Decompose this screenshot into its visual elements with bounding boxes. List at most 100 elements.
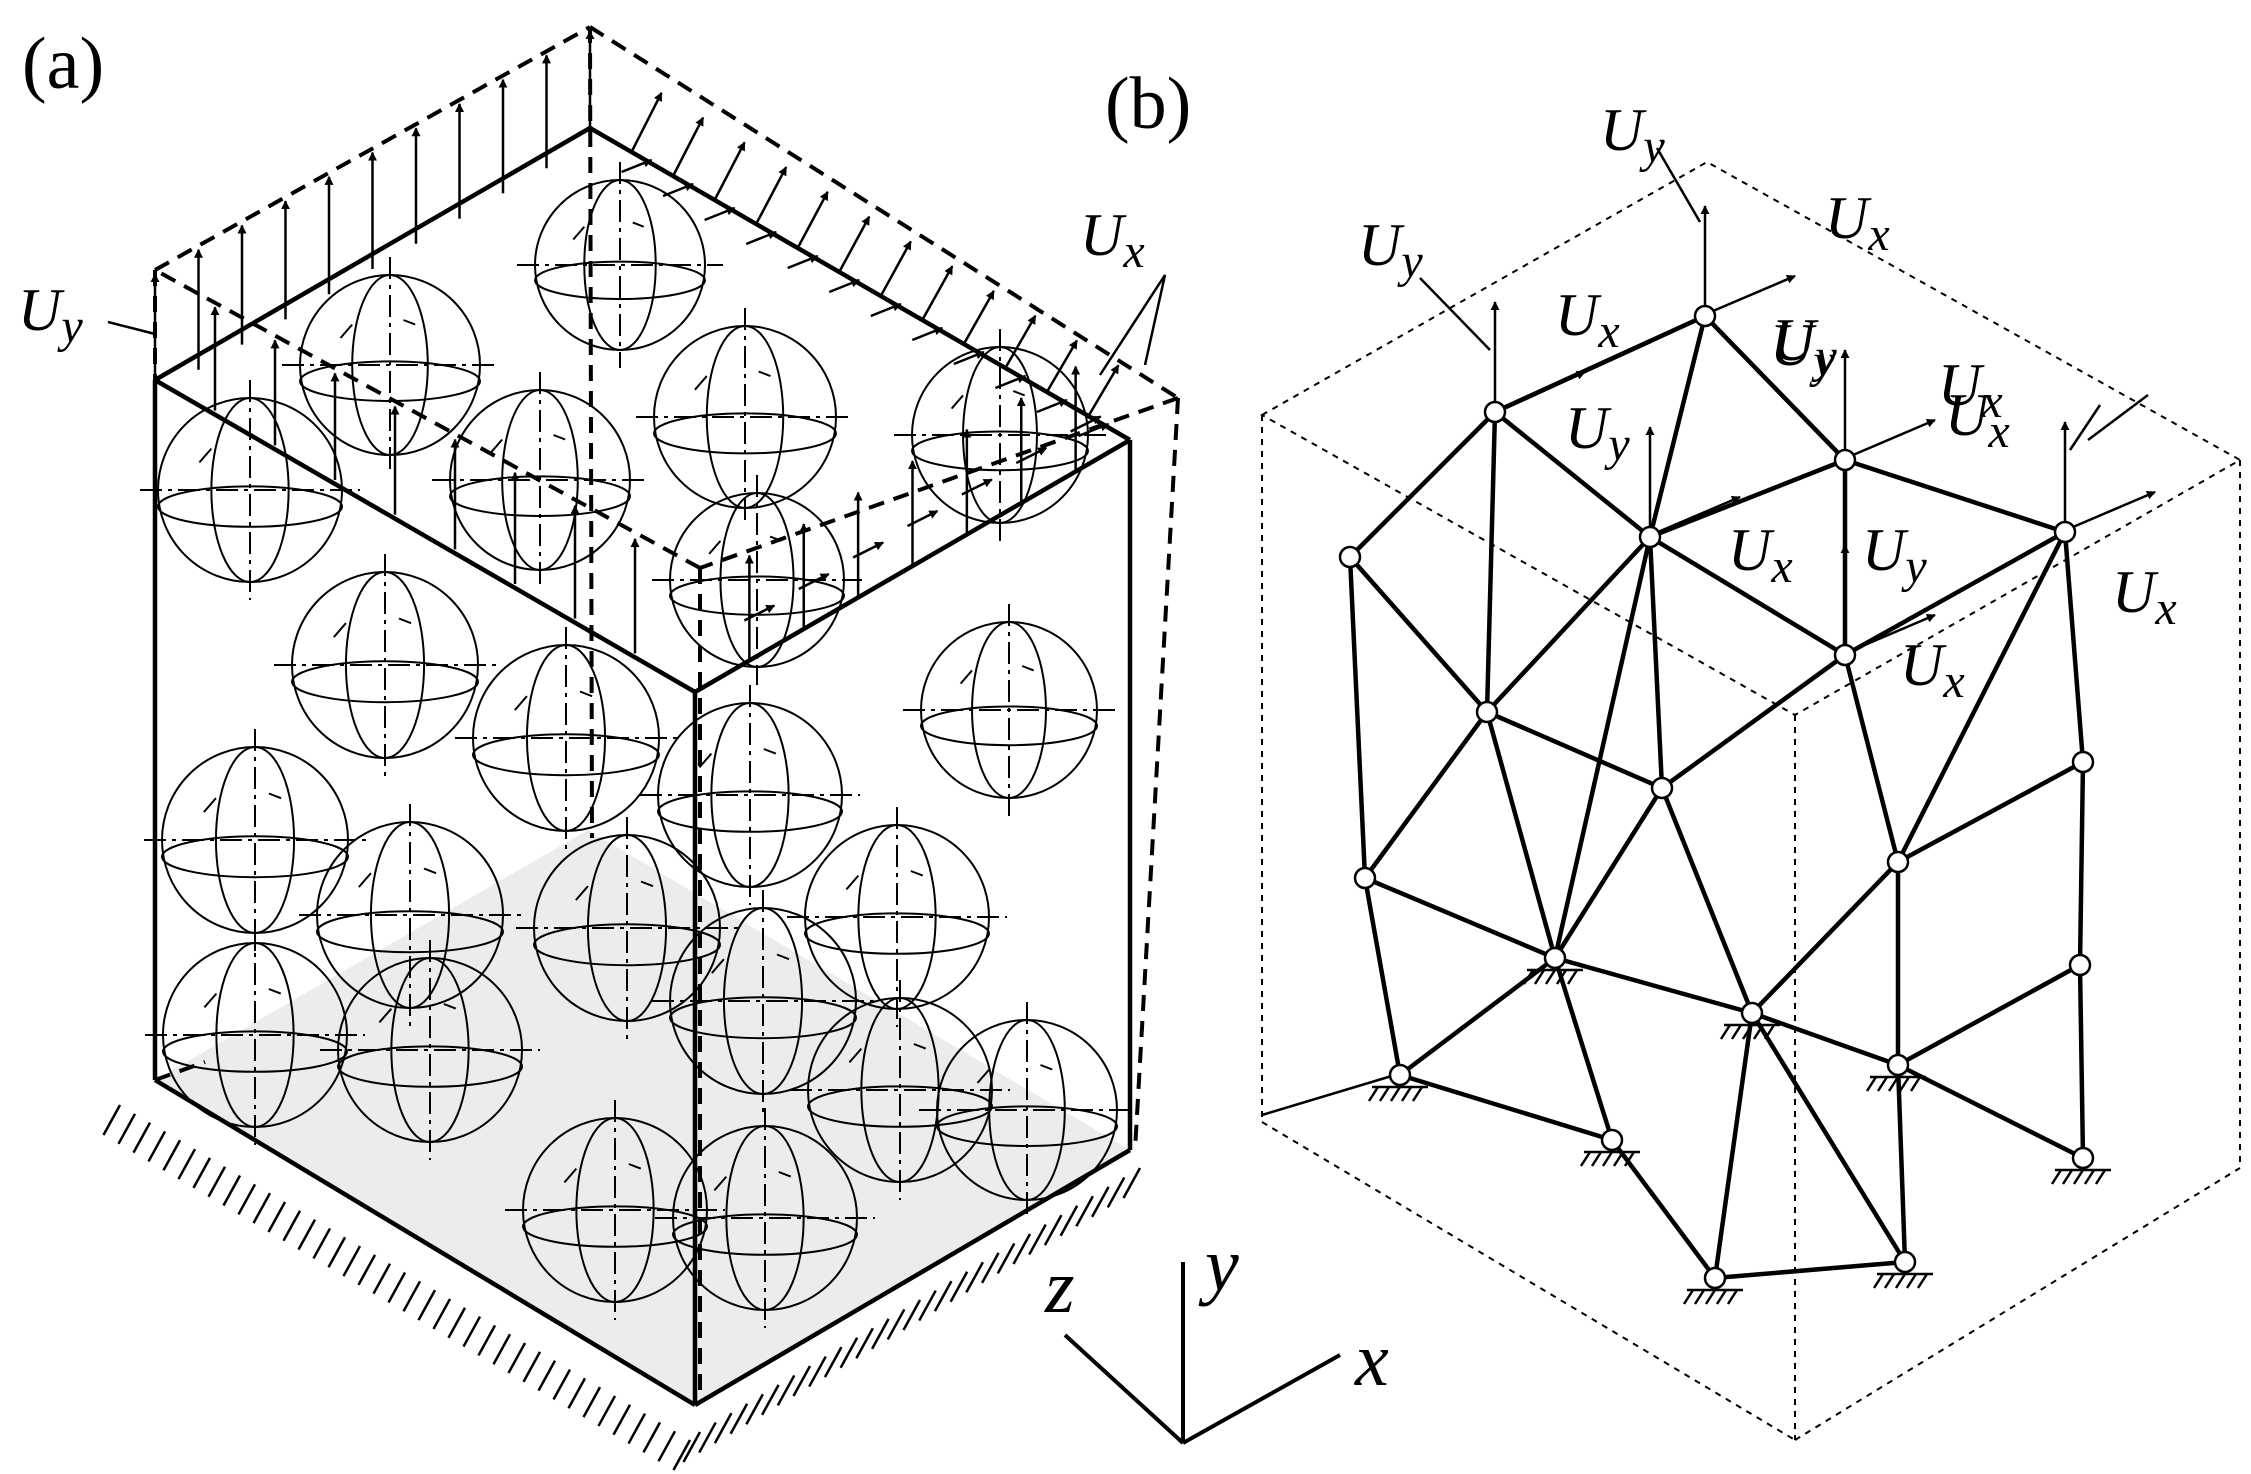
truss-member — [1895, 1064, 1908, 1263]
load-label-main: U — [2112, 559, 2159, 625]
truss-member — [1552, 536, 1653, 959]
truss-node — [1338, 545, 1362, 569]
truss-member — [1660, 653, 1847, 790]
hatch-mark — [177, 1148, 197, 1180]
sphere — [790, 980, 1010, 1200]
support-hatch — [1898, 1076, 1911, 1092]
hatch-mark — [855, 1327, 874, 1359]
support — [1872, 1272, 1933, 1289]
hatch-mark — [312, 1227, 332, 1260]
support-hatch — [1909, 1076, 1922, 1092]
box-bottom-face — [155, 830, 1130, 1405]
uy-arrow — [755, 166, 788, 225]
load-label-sub: y — [1396, 235, 1423, 288]
sphere-tick — [443, 1003, 457, 1010]
hatch-mark — [1059, 1205, 1079, 1237]
truss-member — [1552, 957, 1615, 1141]
truss-member — [1844, 457, 2066, 535]
label-leaders-b — [1419, 147, 2149, 451]
ux-leader-a — [1098, 274, 1167, 376]
axis-label-z: z — [1044, 1245, 1075, 1329]
truss-node — [1600, 1128, 1624, 1152]
load-arrows-a — [150, 30, 1120, 661]
truss-member — [1649, 457, 1846, 540]
truss-node — [2071, 750, 2095, 774]
support-hatch — [1682, 1289, 1695, 1305]
load-label-main: U — [1945, 382, 1992, 448]
truss-member — [1347, 556, 1368, 879]
uy-arrow — [1087, 364, 1120, 417]
load-label-sub: x — [1942, 655, 1964, 708]
ux-arrow — [961, 478, 993, 496]
hatch-mark — [342, 1245, 362, 1277]
truss-node — [1833, 643, 1857, 667]
support-hatch — [1865, 1076, 1878, 1092]
hatch-mark — [823, 1346, 843, 1378]
truss-member — [1398, 956, 1557, 1077]
load-label-b: Ux — [1728, 517, 1793, 593]
sphere-tick — [1021, 665, 1034, 672]
hatch-mark — [1043, 1214, 1063, 1246]
truss-node — [1693, 304, 1717, 328]
truss-node — [1833, 448, 1857, 472]
truss-member — [1714, 1259, 1906, 1281]
load-label-main: U — [1358, 212, 1405, 278]
ux-arrow — [953, 350, 985, 366]
support-hatch — [1726, 1289, 1739, 1305]
ux-arrow — [870, 302, 902, 318]
ux-arrow — [2072, 490, 2156, 529]
hatch-mark — [792, 1365, 812, 1397]
load-label-main: U — [1772, 307, 1819, 373]
load-label-b: Uy — [1565, 395, 1630, 471]
ux-arrow — [704, 206, 736, 222]
truss-member — [1610, 1138, 1717, 1280]
truss-node — [2053, 520, 2077, 544]
truss-member — [1554, 955, 1753, 1016]
hatch-mark — [222, 1174, 242, 1207]
support-hatch — [1916, 1273, 1929, 1289]
load-label-sub: x — [1987, 405, 2009, 458]
hatch-mark — [839, 1337, 859, 1369]
truss-node — [1740, 1001, 1764, 1025]
truss-members — [1347, 313, 2086, 1281]
ux-arrow — [621, 158, 653, 174]
axis-label-x: x — [1354, 1318, 1389, 1402]
load-label-sub: x — [1980, 375, 2002, 428]
truss-member — [2077, 964, 2086, 1159]
hatch-mark — [1090, 1186, 1110, 1218]
support-hatch — [1715, 1289, 1728, 1305]
truss-member — [1553, 786, 1664, 960]
sphere — [505, 1100, 725, 1320]
ux-arrow — [1657, 495, 1741, 534]
uy-arrow — [1004, 314, 1037, 369]
truss-nodes — [1338, 304, 2095, 1290]
support-hatch — [1590, 1151, 1603, 1167]
hatch-mark — [567, 1377, 587, 1409]
sphere-tick — [758, 370, 771, 377]
load-label-main: U — [1555, 282, 1602, 348]
hatch-mark — [1122, 1167, 1142, 1199]
support-hatch — [1719, 1024, 1732, 1040]
hatch-mark — [357, 1254, 377, 1286]
sphere-tick — [563, 1167, 578, 1184]
truss-member — [1843, 530, 2067, 657]
hatch-mark — [682, 1431, 702, 1463]
support-hatch — [1367, 1086, 1380, 1102]
hatch-mark — [462, 1315, 482, 1348]
support-hatch — [2061, 1169, 2074, 1185]
truss-member — [1364, 875, 1556, 961]
support-hatch — [1693, 1289, 1706, 1305]
load-label-main: U — [1728, 517, 1775, 583]
sphere-tick — [579, 690, 593, 698]
truss-member — [1484, 411, 1498, 713]
sphere-tick — [959, 669, 973, 685]
load-label-b: Ux — [2112, 559, 2177, 635]
load-label-main: U — [1938, 352, 1985, 418]
sphere — [282, 257, 498, 473]
ground-hatching-a — [102, 1104, 1142, 1471]
hatch-mark — [996, 1242, 1016, 1275]
ux-arrow — [994, 374, 1027, 390]
support-hatch — [1623, 1151, 1636, 1167]
hatch-mark — [282, 1210, 302, 1242]
